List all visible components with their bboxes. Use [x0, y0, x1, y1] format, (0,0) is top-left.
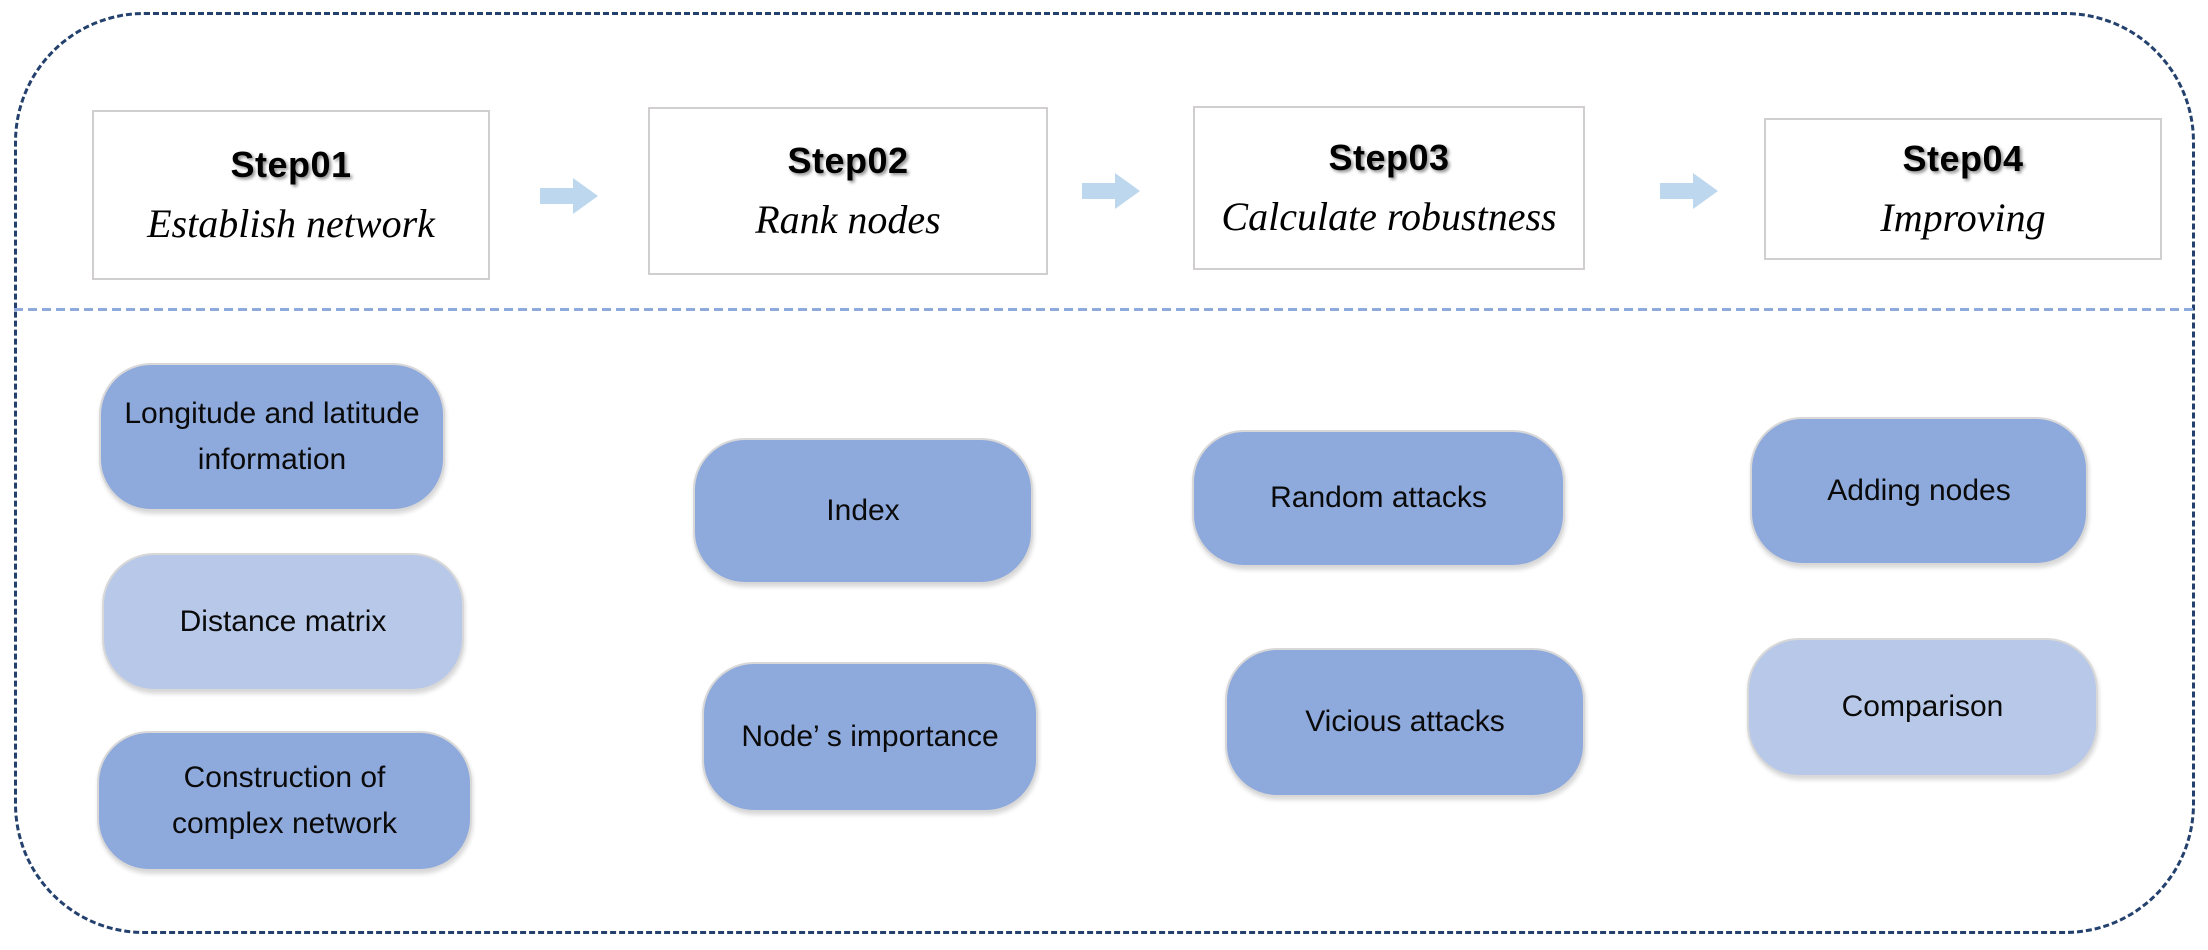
step-subtitle: Calculate robustness: [1221, 193, 1557, 239]
right-arrow-icon: [1082, 173, 1140, 209]
step-box-04: Step04 Improving: [1764, 118, 2162, 260]
step-title: Step03: [1328, 136, 1450, 178]
pill-label-line: Construction of: [183, 760, 386, 794]
pill-label-line: Random attacks: [1270, 481, 1487, 515]
step-title: Step02: [787, 139, 909, 181]
step-subtitle: Improving: [1880, 194, 2046, 240]
pill-comparison: Comparison: [1747, 638, 2098, 777]
pill-label-line: Comparison: [1841, 690, 2004, 724]
pill-index: Index: [693, 438, 1033, 584]
pill-label-line: information: [197, 443, 347, 476]
pill-label-line: Node’ s importance: [741, 719, 999, 753]
step-title: Step04: [1902, 137, 2024, 179]
pill-distance-matrix: Distance matrix: [102, 553, 464, 691]
pill-nodes-importance: Node’ s importance: [702, 662, 1038, 812]
step-subtitle: Establish network: [147, 200, 435, 246]
pill-longitude-latitude-information: Longitude and latitude information: [99, 363, 445, 511]
step-box-02: Step02 Rank nodes: [648, 107, 1048, 275]
pill-vicious-attacks: Vicious attacks: [1225, 648, 1585, 797]
dashed-separator-line: [14, 308, 2195, 311]
pill-label-line: Distance matrix: [179, 604, 387, 638]
pill-label-line: Adding nodes: [1827, 473, 2011, 507]
pill-random-attacks: Random attacks: [1192, 430, 1565, 567]
pill-label-line: complex network: [171, 807, 398, 840]
pill-label-line: Longitude and latitude: [124, 396, 420, 430]
pill-adding-nodes: Adding nodes: [1750, 417, 2088, 565]
right-arrow-icon: [1660, 173, 1718, 209]
step-box-03: Step03 Calculate robustness: [1193, 106, 1585, 270]
pill-label-line: Vicious attacks: [1305, 705, 1505, 739]
right-arrow-icon: [540, 178, 598, 214]
step-box-01: Step01 Establish network: [92, 110, 490, 280]
pill-label-line: Index: [826, 493, 900, 527]
dashed-border-frame: [14, 12, 2195, 934]
step-title: Step01: [230, 143, 352, 185]
pill-construction-complex-network: Construction of complex network: [97, 731, 472, 871]
step-subtitle: Rank nodes: [755, 196, 941, 242]
